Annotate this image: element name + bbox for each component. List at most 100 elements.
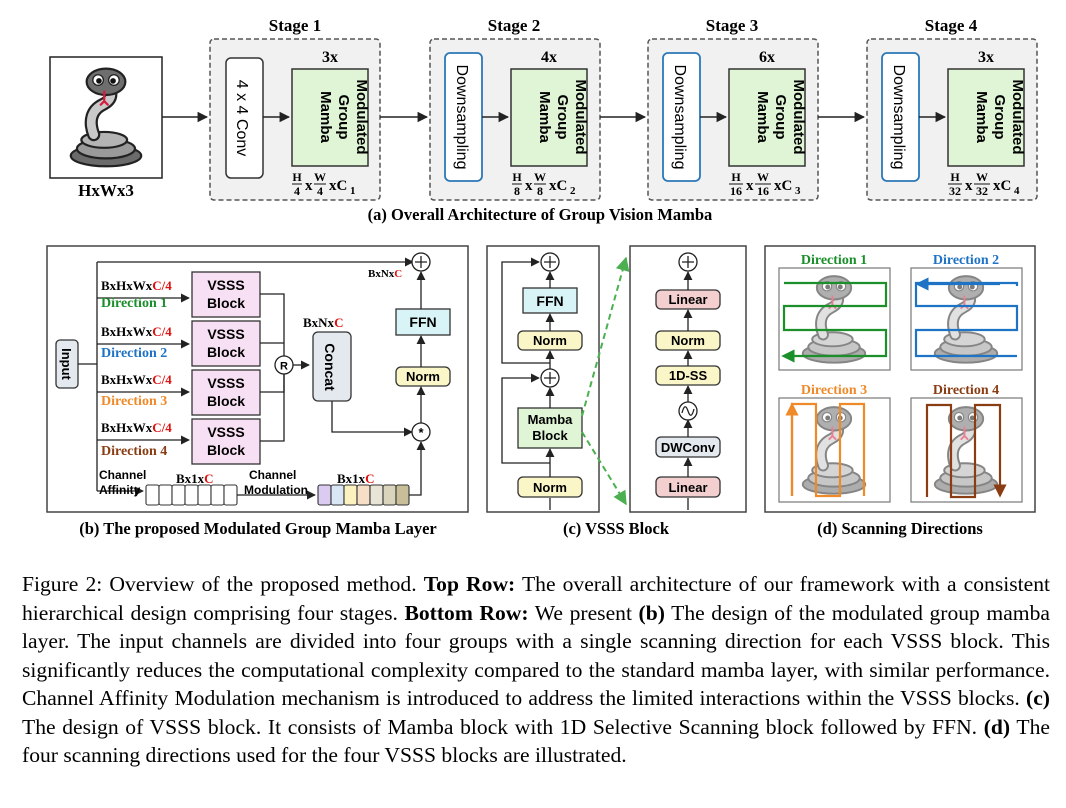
plus-icon [544, 372, 556, 384]
mamba-label-3: Mamba [973, 91, 990, 143]
norm-detail-label: Norm [671, 333, 705, 348]
repeat-count: 6x [759, 49, 775, 66]
top-row: HxWx3 Stage 1 4 x 4 Conv 3x Modulated Gr… [49, 16, 1038, 224]
vsss-label-2b: Block [207, 344, 245, 360]
downsampling-label: Downsampling [453, 65, 470, 170]
ffn-label-c: FFN [536, 293, 563, 309]
affinity-vector [145, 484, 238, 506]
caption-ref-c: (c) [1026, 686, 1050, 710]
svg-text:W: W [976, 170, 988, 184]
caption-bottom-row: Bottom Row: [404, 600, 529, 625]
vsss-label-1a: VSSS [207, 277, 244, 293]
scan-path-4 [925, 403, 1007, 499]
mamba-label-3: Mamba [317, 91, 334, 143]
svg-text:xC: xC [329, 178, 347, 194]
norm-label: Norm [406, 369, 440, 384]
group-dim-2: BxHxWxC/4 [101, 324, 172, 339]
caption-text: Overview of the proposed method. [102, 572, 424, 596]
concat-dim: BxNxC [303, 315, 343, 330]
norm-top-label: Norm [533, 333, 567, 348]
mamba-label-b: Block [532, 428, 568, 443]
svg-text:4: 4 [317, 184, 323, 198]
direction-4-tile: Direction 4 [910, 383, 1023, 503]
svg-text:2: 2 [570, 185, 576, 197]
direction-4-label: Direction 4 [101, 444, 167, 459]
linear-top-label: Linear [668, 292, 707, 307]
svg-text:W: W [534, 170, 546, 184]
norm-block [395, 366, 451, 387]
vsss-block-2 [191, 320, 261, 367]
caption-text: We present [528, 600, 639, 625]
downsampling-label: Downsampling [671, 65, 688, 170]
stage-dims: H 8 x W 8 xC 2 [512, 170, 576, 198]
stage-title: Stage 3 [706, 16, 758, 35]
panel-b: Input BxHxWxC/4 BxHxWxC/4 BxHxWxC/4 BxHx… [46, 245, 469, 538]
downsampling-label: Downsampling [890, 65, 907, 170]
svg-text:xC: xC [549, 178, 567, 194]
linear-bottom-label: Linear [668, 480, 707, 495]
svg-text:3: 3 [795, 185, 801, 197]
plus-icon [544, 256, 556, 268]
stage-3: Stage 3 Downsampling 6x Modulated Group … [647, 16, 819, 201]
svg-text:16: 16 [730, 184, 742, 198]
mamba-label-1: Modulated [790, 80, 807, 155]
conv-block [225, 57, 264, 179]
caption-text: The design of VSSS block. It consists of… [22, 714, 984, 739]
caption-text: The overall architecture of our framewor… [22, 572, 1051, 625]
modulation-vector [317, 484, 410, 506]
mamba-label-3: Mamba [754, 91, 771, 143]
svg-text:H: H [292, 170, 302, 184]
dwconv-label: DWConv [661, 440, 716, 455]
caption-text: The four scanning directions used for th… [22, 714, 1050, 768]
plus-icon [682, 256, 694, 268]
direction-3-label: Direction 3 [101, 394, 167, 409]
svg-text:8: 8 [514, 184, 520, 198]
svg-text:16: 16 [757, 184, 769, 198]
direction-3-title: Direction 3 [801, 383, 867, 398]
caption-d: (d) Scanning Directions [817, 519, 983, 538]
svg-text:W: W [314, 170, 326, 184]
mamba-label-1: Modulated [572, 80, 589, 155]
caption-top-row: Top Row: [423, 572, 516, 596]
vsss-block-1 [191, 271, 261, 318]
repeat-count: 4x [541, 49, 557, 66]
stage-title: Stage 4 [925, 16, 978, 35]
mamba-block [510, 68, 588, 167]
plus-icon [415, 256, 427, 268]
mamba-label-2: Group [991, 95, 1008, 140]
svg-text:H: H [950, 170, 960, 184]
vsss-label-3b: Block [207, 393, 245, 409]
mamba-label-1: Modulated [1009, 80, 1026, 155]
direction-2-title: Direction 2 [933, 253, 999, 268]
caption-b: (b) The proposed Modulated Group Mamba L… [79, 519, 437, 538]
ffn-block [395, 308, 451, 336]
caption-a: (a) Overall Architecture of Group Vision… [368, 205, 713, 224]
conv-block-label: 4 x 4 Conv [233, 80, 250, 156]
ffn-label: FFN [409, 314, 436, 330]
mamba-label-2: Group [772, 95, 789, 140]
mamba-label-2: Group [554, 95, 571, 140]
vsss-label-2a: VSSS [207, 326, 244, 342]
caption-ref-d: (d) [983, 714, 1011, 739]
mamba-label-1: Modulated [353, 80, 370, 155]
concat-block [312, 331, 352, 402]
mamba-block [728, 68, 806, 167]
svg-text:H: H [731, 170, 741, 184]
mamba-block [947, 68, 1025, 167]
expand-line-bottom [581, 431, 627, 506]
caption-label: Figure 2: [22, 572, 103, 596]
direction-3-tile: Direction 3 [778, 383, 891, 503]
mamba-label-a: Mamba [528, 412, 574, 427]
channel-affinity-line1: Channel [99, 468, 146, 482]
mamba-label-2: Group [335, 95, 352, 140]
stage-title: Stage 2 [488, 16, 540, 35]
merge-lines [260, 293, 413, 442]
channel-modulation-line1: Channel [249, 468, 296, 482]
svg-text:1: 1 [350, 185, 356, 197]
input-size-label: HxWx3 [78, 181, 134, 200]
norm-bottom-label: Norm [533, 480, 567, 495]
group-dim-4: BxHxWxC/4 [101, 420, 172, 435]
vsss-label-1b: Block [207, 295, 245, 311]
svg-text:8: 8 [537, 184, 543, 198]
expand-line-top [581, 256, 630, 417]
